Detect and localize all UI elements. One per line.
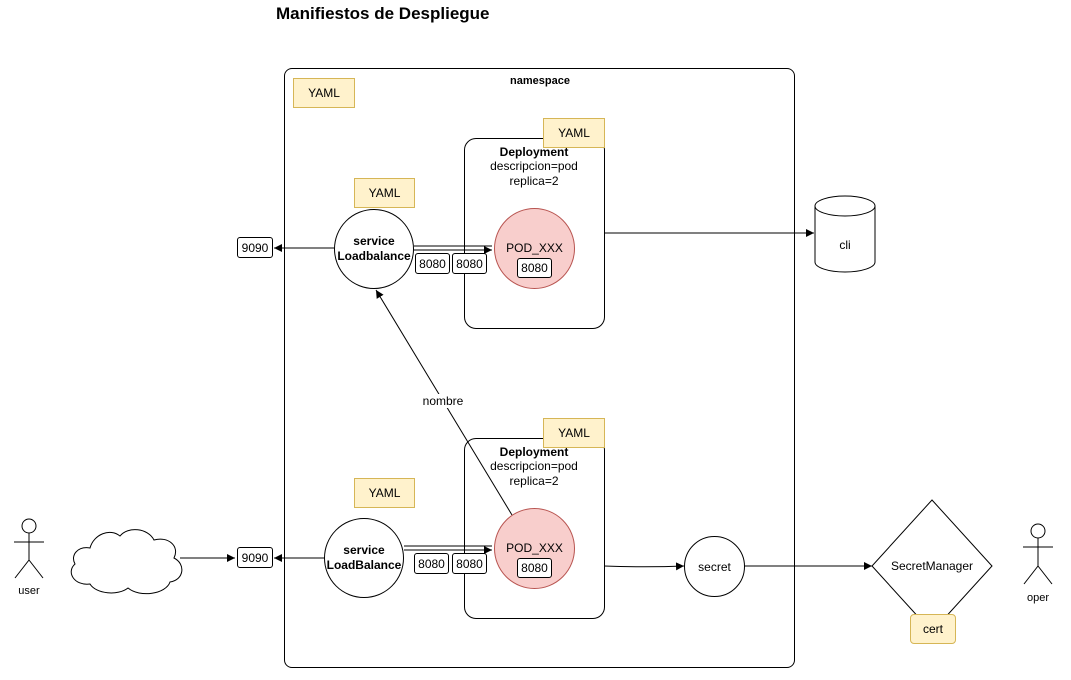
top-service-node[interactable]: service Loadbalance: [334, 209, 414, 289]
namespace-yaml-tag: YAML: [293, 78, 355, 108]
secret-manager-label: SecretManager: [890, 559, 974, 573]
top-pod-name: POD_XXX: [506, 241, 563, 255]
bottom-service-line2: LoadBalance: [326, 558, 402, 572]
secret-label: secret: [698, 559, 731, 574]
bottom-service-port-out: 9090: [237, 547, 273, 568]
top-deployment-desc: descripcion=pod: [490, 159, 578, 173]
top-service-yaml-tag: YAML: [354, 178, 415, 208]
bottom-service-line1: service: [343, 543, 385, 557]
top-deployment-name: Deployment: [499, 145, 569, 159]
namespace-label: namespace: [510, 75, 570, 87]
top-service-port-b: 8080: [452, 253, 487, 274]
bottom-service-node[interactable]: service LoadBalance: [324, 518, 404, 598]
bottom-service-port-b: 8080: [452, 553, 487, 574]
top-deployment-replica: replica=2: [509, 174, 559, 188]
bottom-deployment-name: Deployment: [499, 445, 569, 459]
cert-tag: cert: [910, 614, 956, 644]
top-deployment-yaml-tag: YAML: [543, 118, 605, 148]
namespace-container[interactable]: [284, 68, 795, 668]
oper-actor-icon: [1023, 523, 1053, 585]
bottom-deployment-desc: descripcion=pod: [490, 459, 578, 473]
cloud-shape: [70, 529, 183, 595]
top-service-line1: service: [353, 234, 395, 248]
page-title: Manifiestos de Despliegue: [276, 4, 490, 23]
secret-node[interactable]: secret: [684, 536, 745, 597]
user-label: user: [18, 585, 40, 597]
bottom-pod-name: POD_XXX: [506, 541, 563, 555]
edge-label-nombre: nombre: [418, 394, 468, 408]
top-deployment-box[interactable]: [464, 138, 605, 329]
top-pod-port: 8080: [517, 258, 552, 278]
bottom-deployment-yaml-tag: YAML: [543, 418, 605, 448]
edge-deployment-to-secret: [603, 562, 685, 571]
top-service-line2: Loadbalance: [337, 249, 411, 263]
database-label: cli: [839, 238, 851, 252]
bottom-pod-port: 8080: [517, 558, 552, 578]
top-service-port-a: 8080: [415, 253, 450, 274]
top-service-port-out: 9090: [237, 237, 273, 258]
bottom-service-port-a: 8080: [414, 553, 449, 574]
database-shape: [814, 195, 876, 273]
bottom-deployment-box[interactable]: [464, 438, 605, 619]
bottom-deployment-replica: replica=2: [509, 474, 559, 488]
oper-label: oper: [1026, 592, 1050, 604]
bottom-service-yaml-tag: YAML: [354, 478, 415, 508]
user-actor-icon: [14, 518, 44, 579]
